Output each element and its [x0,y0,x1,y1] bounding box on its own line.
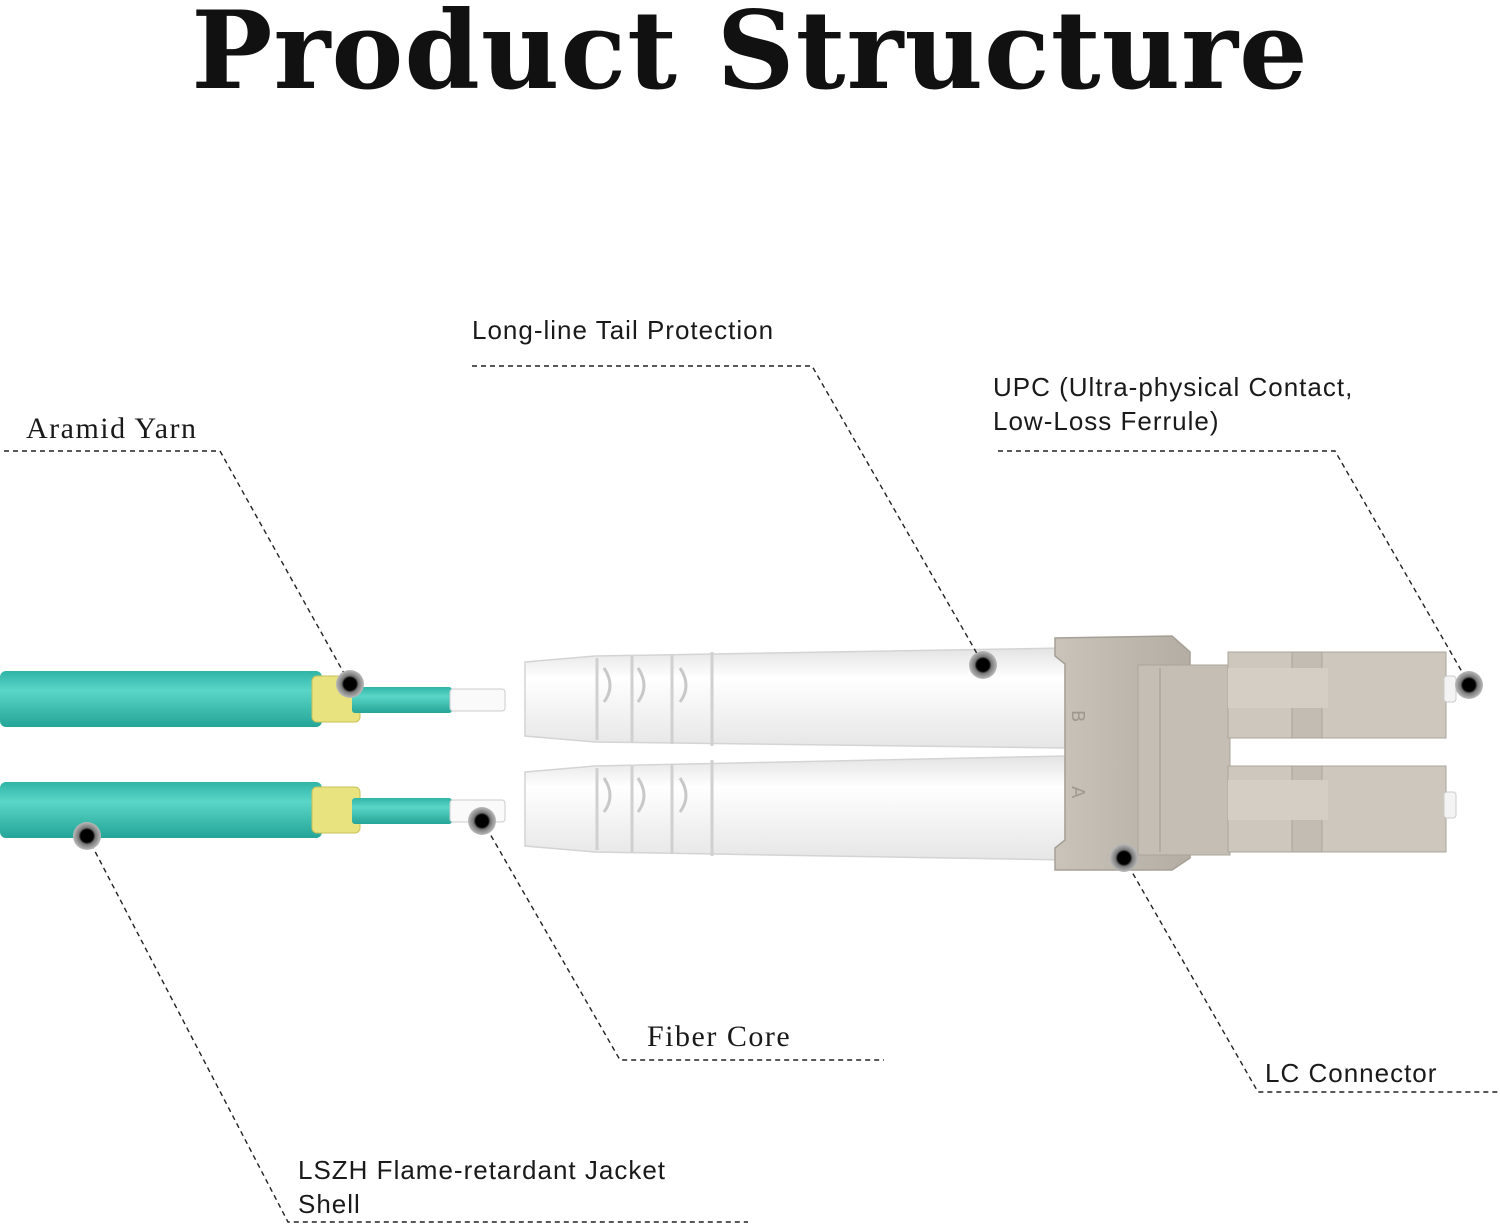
svg-text:A: A [1067,786,1088,799]
label-upc: UPC (Ultra-physical Contact, Low-Loss Fe… [993,370,1353,438]
label-text: Fiber Core [647,1020,792,1053]
upper-fiber [449,688,506,712]
callout-dot-icon [969,651,997,679]
callout-dot-icon [468,807,496,835]
page-title: Product Structure [191,0,1309,114]
label-text-line-2: Shell [298,1189,361,1219]
svg-text:B: B [1067,710,1088,722]
lower-jacket [0,782,322,838]
upper-boot [524,647,1066,749]
label-lc-connector: LC Connector [1265,1056,1437,1090]
label-text: Aramid Yarn [26,412,198,445]
label-text-line-1: UPC (Ultra-physical Contact, [993,372,1354,402]
lower-inner-tube [352,798,452,824]
leader-long-line-tail [472,365,984,665]
callout-dots [73,651,1483,872]
label-text: LC Connector [1265,1058,1438,1088]
callout-lines [4,365,1498,1223]
upper-inner-tube [352,687,452,713]
label-text-line-2: Low-Loss Ferrule) [993,406,1220,436]
label-fiber-core: Fiber Core [647,1020,791,1054]
callout-dot-icon [336,670,364,698]
label-aramid-yarn: Aramid Yarn [26,412,198,446]
callout-dot-icon [1455,671,1483,699]
upper-cable [0,671,506,727]
lc-connector-body: B A [1054,635,1457,871]
leader-aramid [4,450,351,685]
upper-jacket [0,671,322,727]
leader-fiber-core [481,819,884,1061]
lower-boot [524,755,1066,861]
leader-upc [998,450,1470,685]
label-text-line-1: LSZH Flame-retardant Jacket [298,1155,667,1185]
leader-lszh [86,835,748,1223]
callout-dot-icon [73,822,101,850]
label-lszh: LSZH Flame-retardant Jacket Shell [298,1153,666,1221]
label-text: Long-line Tail Protection [472,315,775,345]
callout-dot-icon [1110,844,1138,872]
label-long-line-tail: Long-line Tail Protection [472,313,774,347]
